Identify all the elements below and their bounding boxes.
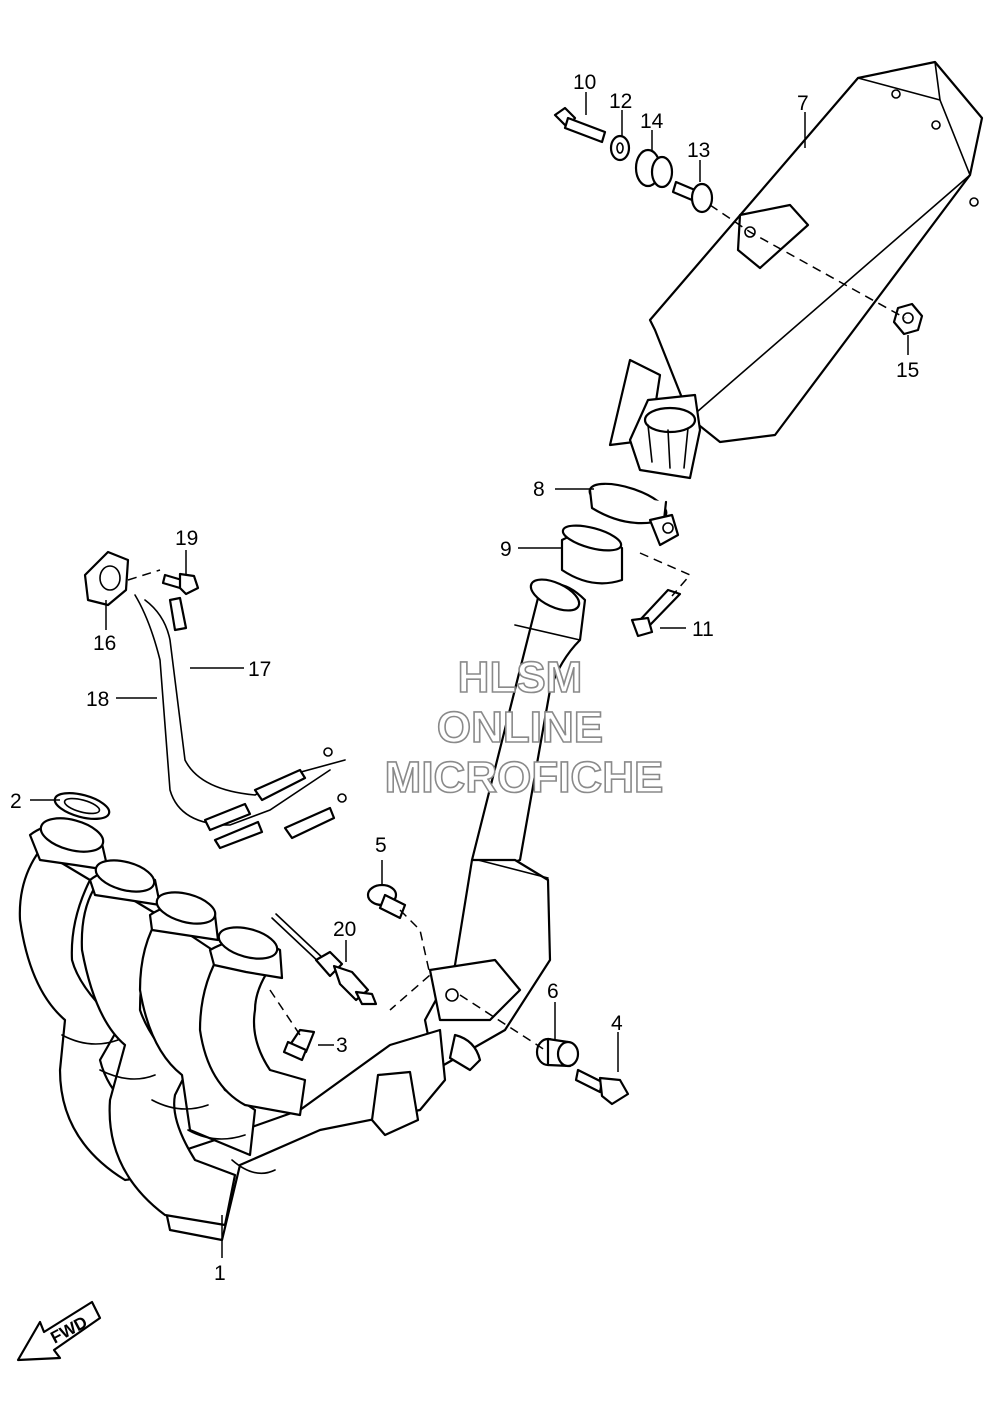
bolt-4[interactable] <box>574 1068 630 1106</box>
callout-8: 8 <box>533 478 545 501</box>
callout-18: 18 <box>86 688 109 711</box>
assembly-guide-lines <box>127 204 906 1053</box>
bolt-5[interactable] <box>366 883 407 920</box>
bolt-19[interactable] <box>161 572 200 596</box>
callout-12: 12 <box>609 90 632 113</box>
callout-3: 3 <box>336 1034 348 1057</box>
callout-5: 5 <box>375 834 387 857</box>
callout-20: 20 <box>333 918 356 941</box>
nut-15[interactable] <box>892 302 924 336</box>
oxygen-sensor-20[interactable] <box>271 913 378 1006</box>
watermark-line-3: MICROFICHE <box>385 753 664 802</box>
callout-10: 10 <box>573 71 596 94</box>
callout-19: 19 <box>175 527 198 550</box>
forward-direction-arrow: FWD <box>16 1300 102 1362</box>
washer-12[interactable] <box>609 134 631 162</box>
callout-17: 17 <box>248 658 271 681</box>
watermark: HLSM ONLINE MICROFICHE <box>384 652 664 803</box>
bolt-3[interactable] <box>282 1028 316 1062</box>
bracket-16[interactable] <box>83 550 130 607</box>
callout-2: 2 <box>10 790 22 813</box>
callout-11: 11 <box>692 618 714 641</box>
rubber-mount-6[interactable] <box>535 1037 580 1068</box>
bolt-11[interactable] <box>630 588 682 638</box>
callout-4: 4 <box>611 1012 623 1035</box>
exhaust-valve-cables[interactable] <box>134 594 347 850</box>
exhaust-gasket[interactable] <box>560 521 624 585</box>
callout-13: 13 <box>687 139 710 162</box>
muffler[interactable] <box>608 60 984 480</box>
callout-15: 15 <box>896 359 919 382</box>
grommet-14[interactable] <box>634 148 674 189</box>
collar-13[interactable] <box>671 180 714 214</box>
callout-7: 7 <box>797 92 809 115</box>
callout-6: 6 <box>547 980 559 1003</box>
watermark-line-1: HLSM <box>458 653 583 702</box>
leader-lines <box>30 92 909 1258</box>
bolt-10[interactable] <box>553 106 607 144</box>
callout-1: 1 <box>214 1262 226 1285</box>
callout-14: 14 <box>640 110 664 133</box>
callout-16: 16 <box>93 632 116 655</box>
exhaust-pipe-assembly[interactable] <box>18 573 587 1242</box>
exhaust-clamp[interactable] <box>586 476 680 547</box>
gasket-2[interactable] <box>52 788 112 824</box>
watermark-line-2: ONLINE <box>437 703 603 752</box>
callout-9: 9 <box>500 538 512 561</box>
